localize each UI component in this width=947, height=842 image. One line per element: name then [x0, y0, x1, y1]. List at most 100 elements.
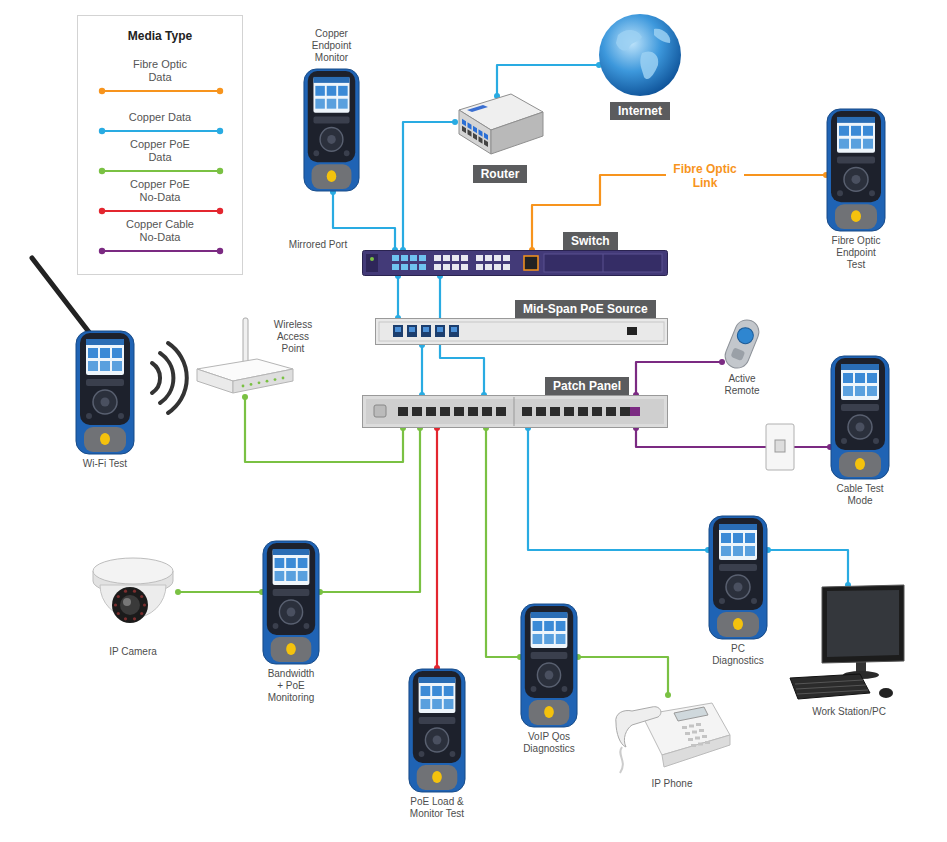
- illustration-part: [839, 139, 849, 149]
- illustration-part: [451, 327, 457, 332]
- cable-connector: [768, 550, 848, 585]
- device-illustration: [303, 68, 360, 192]
- network-tester: VoIP Qos Diagnostics: [520, 603, 578, 728]
- illustration-part: [374, 405, 386, 417]
- illustration-part: [734, 583, 743, 592]
- illustration-part: [93, 558, 173, 584]
- illustration-part: [719, 564, 757, 571]
- illustration-part: [143, 603, 146, 606]
- illustration-part: [363, 396, 668, 428]
- device-illustration: [362, 395, 668, 428]
- device-label: Wireless Access Point: [265, 319, 321, 355]
- illustration-part: [423, 327, 429, 332]
- illustration-part: [531, 652, 568, 659]
- heading-tag: Patch Panel: [545, 377, 629, 395]
- illustration-part: [699, 729, 704, 732]
- illustration-part: [344, 150, 350, 156]
- device-illustration: [375, 318, 668, 345]
- device-label: Active Remote: [712, 373, 772, 397]
- illustration-part: [468, 129, 472, 136]
- illustration-part: [485, 255, 492, 261]
- illustration-part: [449, 325, 459, 337]
- illustration-part: [835, 204, 877, 229]
- illustration-part: [745, 546, 755, 556]
- illustration-part: [454, 407, 464, 416]
- device-illustration: [722, 318, 762, 370]
- illustration-part: [315, 86, 325, 96]
- illustration-part: [599, 14, 681, 96]
- illustration-part: [468, 407, 478, 416]
- illustration-part: [479, 136, 483, 143]
- illustration-part: [250, 383, 253, 386]
- illustration-part: [603, 254, 604, 272]
- illustration-part: [461, 264, 468, 270]
- device-label: PoE Load & Monitor Test: [401, 796, 473, 820]
- illustration-part: [287, 608, 296, 617]
- illustration-part: [266, 380, 269, 383]
- illustration-part: [790, 674, 870, 699]
- illustration-part: [630, 407, 640, 416]
- wall-jack: [775, 440, 785, 452]
- illustration-part: [417, 765, 458, 790]
- illustration-part: [450, 751, 456, 757]
- device-illustration: [75, 330, 135, 455]
- legend-text: Fibre Optic Data: [120, 58, 200, 84]
- illustration-part: [839, 126, 849, 136]
- device-label: Cable Test Mode: [830, 483, 890, 507]
- legend-text: Copper Cable No-Data: [120, 218, 200, 244]
- swatch-dot: [99, 88, 105, 94]
- illustration-part: [468, 122, 472, 129]
- illustration-part: [837, 190, 843, 196]
- illustration-part: [298, 558, 308, 568]
- illustration-part: [841, 364, 879, 400]
- swatch-line: [102, 90, 220, 92]
- illustration-part: [435, 325, 445, 337]
- illustration-part: [304, 69, 359, 191]
- illustration-part: [118, 413, 124, 419]
- illustration-part: [537, 663, 560, 687]
- illustration-part: [855, 458, 865, 470]
- illustration-part: [432, 686, 442, 696]
- swatch-dot: [99, 168, 105, 174]
- legend-text: Copper PoE No-Data: [120, 178, 200, 204]
- illustration-part: [140, 595, 143, 598]
- illustration-part: [839, 452, 881, 477]
- ip-phone: IP Phone: [612, 695, 732, 775]
- illustration-part: [271, 637, 312, 662]
- illustration-part: [86, 339, 124, 345]
- legend-text: Copper Data: [120, 111, 200, 124]
- illustration-part: [133, 590, 136, 593]
- internet-globe: Internet: [598, 13, 682, 97]
- illustration-part: [852, 175, 861, 184]
- illustration-part: [879, 688, 893, 698]
- illustration-part: [827, 109, 885, 231]
- wireless-wave: [152, 363, 160, 393]
- illustration-part: [692, 731, 697, 734]
- illustration-part: [479, 129, 483, 136]
- illustration-part: [841, 364, 879, 370]
- illustration-part: [695, 737, 700, 740]
- heading-tag: Router: [473, 165, 528, 183]
- illustration-part: [393, 325, 403, 337]
- illustration-part: [627, 327, 637, 335]
- illustration-part: [462, 119, 488, 147]
- illustration-part: [133, 617, 136, 620]
- illustration-part: [733, 546, 743, 556]
- device-illustration: [830, 355, 890, 480]
- device-illustration: [520, 603, 578, 728]
- illustration-part: [114, 603, 117, 606]
- illustration-part: [409, 327, 415, 332]
- illustration-part: [123, 598, 131, 606]
- illustration-part: [855, 373, 865, 383]
- illustration-part: [376, 319, 668, 345]
- illustration-part: [841, 404, 879, 411]
- cable-end-dot: [452, 119, 458, 125]
- illustration-part: [831, 356, 889, 479]
- illustration-part: [867, 373, 877, 383]
- swatch-dot: [99, 128, 105, 134]
- illustration-part: [682, 726, 687, 729]
- illustration-part: [86, 413, 92, 419]
- illustration-part: [698, 743, 703, 746]
- illustration-part: [117, 612, 120, 615]
